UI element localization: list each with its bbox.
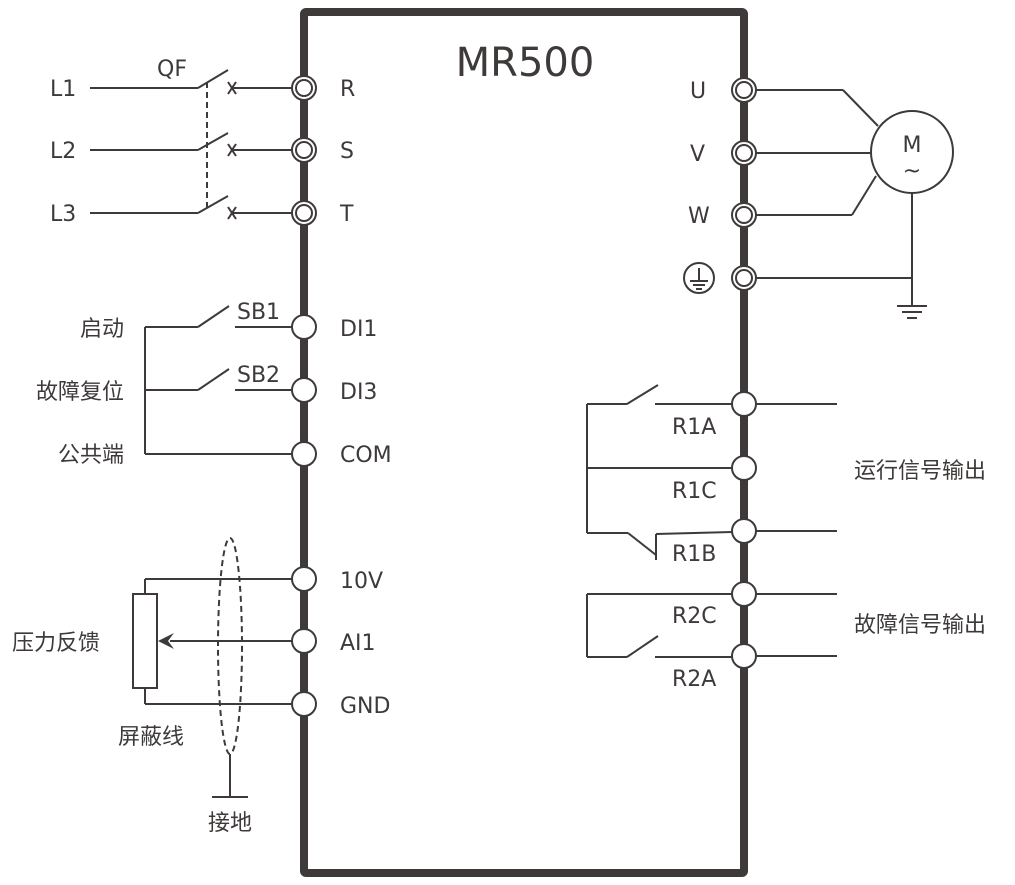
terminal-label-s: S [340, 139, 354, 164]
terminal-label-w: W [688, 204, 710, 229]
terminal-r1a [731, 391, 757, 417]
terminal-u [731, 77, 757, 103]
switch-label-sb2: SB2 [237, 363, 280, 388]
relay2-output-label: 故障信号输出 [854, 613, 986, 638]
input-label-start: 启动 [80, 317, 124, 342]
terminal-label-r: R [340, 77, 355, 102]
wiper-arrow-icon [158, 633, 174, 649]
terminal-t [291, 200, 317, 226]
input-label-fault-reset: 故障复位 [36, 380, 124, 405]
line-label-l3: L3 [50, 202, 76, 227]
shield-cable [217, 537, 243, 755]
terminal-10v [291, 566, 317, 592]
terminal-r1c [731, 455, 757, 481]
terminal-label-com: COM [340, 443, 392, 468]
terminal-v [731, 140, 757, 166]
device-title: MR500 [456, 40, 595, 86]
sensor-label: 压力反馈 [12, 631, 100, 656]
protective-earth-icon [683, 262, 715, 294]
line-label-l2: L2 [50, 139, 76, 164]
terminal-label-v: V [690, 142, 705, 167]
terminal-label-10v: 10V [340, 569, 383, 594]
terminal-label-r1c: R1C [672, 479, 717, 504]
terminal-r2a [731, 643, 757, 669]
shield-label: 屏蔽线 [118, 725, 184, 750]
ground-icon [897, 305, 927, 319]
switch-label-sb1: SB1 [237, 300, 280, 325]
terminal-label-r1b: R1B [672, 542, 716, 567]
relay1-output-label: 运行信号输出 [854, 459, 986, 484]
breaker-qf [90, 69, 304, 220]
terminal-label-r2c: R2C [672, 604, 717, 629]
terminal-label-u: U [690, 79, 706, 104]
terminal-com [291, 441, 317, 467]
terminal-r2c [731, 581, 757, 607]
terminal-r1b [731, 518, 757, 544]
terminal-s [291, 137, 317, 163]
terminal-gnd [291, 691, 317, 717]
potentiometer [132, 593, 158, 689]
input-label-common: 公共端 [58, 443, 124, 468]
breaker-label: QF [157, 57, 187, 82]
terminal-label-t: T [339, 202, 354, 227]
terminal-ai1 [291, 628, 317, 654]
ground-label: 接地 [208, 811, 252, 836]
terminal-label-r2a: R2A [672, 667, 716, 692]
terminal-label-di1: DI1 [340, 317, 377, 342]
terminal-pe [731, 265, 757, 291]
terminal-di3 [291, 377, 317, 403]
terminal-label-r1a: R1A [672, 415, 716, 440]
terminal-label-gnd: GND [340, 694, 390, 719]
line-label-l1: L1 [50, 77, 76, 102]
terminal-r [291, 75, 317, 101]
terminal-di1 [291, 314, 317, 340]
motor-ac-symbol: ~ [903, 159, 921, 184]
terminal-label-ai1: AI1 [340, 631, 376, 656]
motor: M ~ [870, 110, 954, 194]
terminal-w [731, 202, 757, 228]
motor-label: M [903, 133, 922, 158]
terminal-label-di3: DI3 [340, 380, 377, 405]
